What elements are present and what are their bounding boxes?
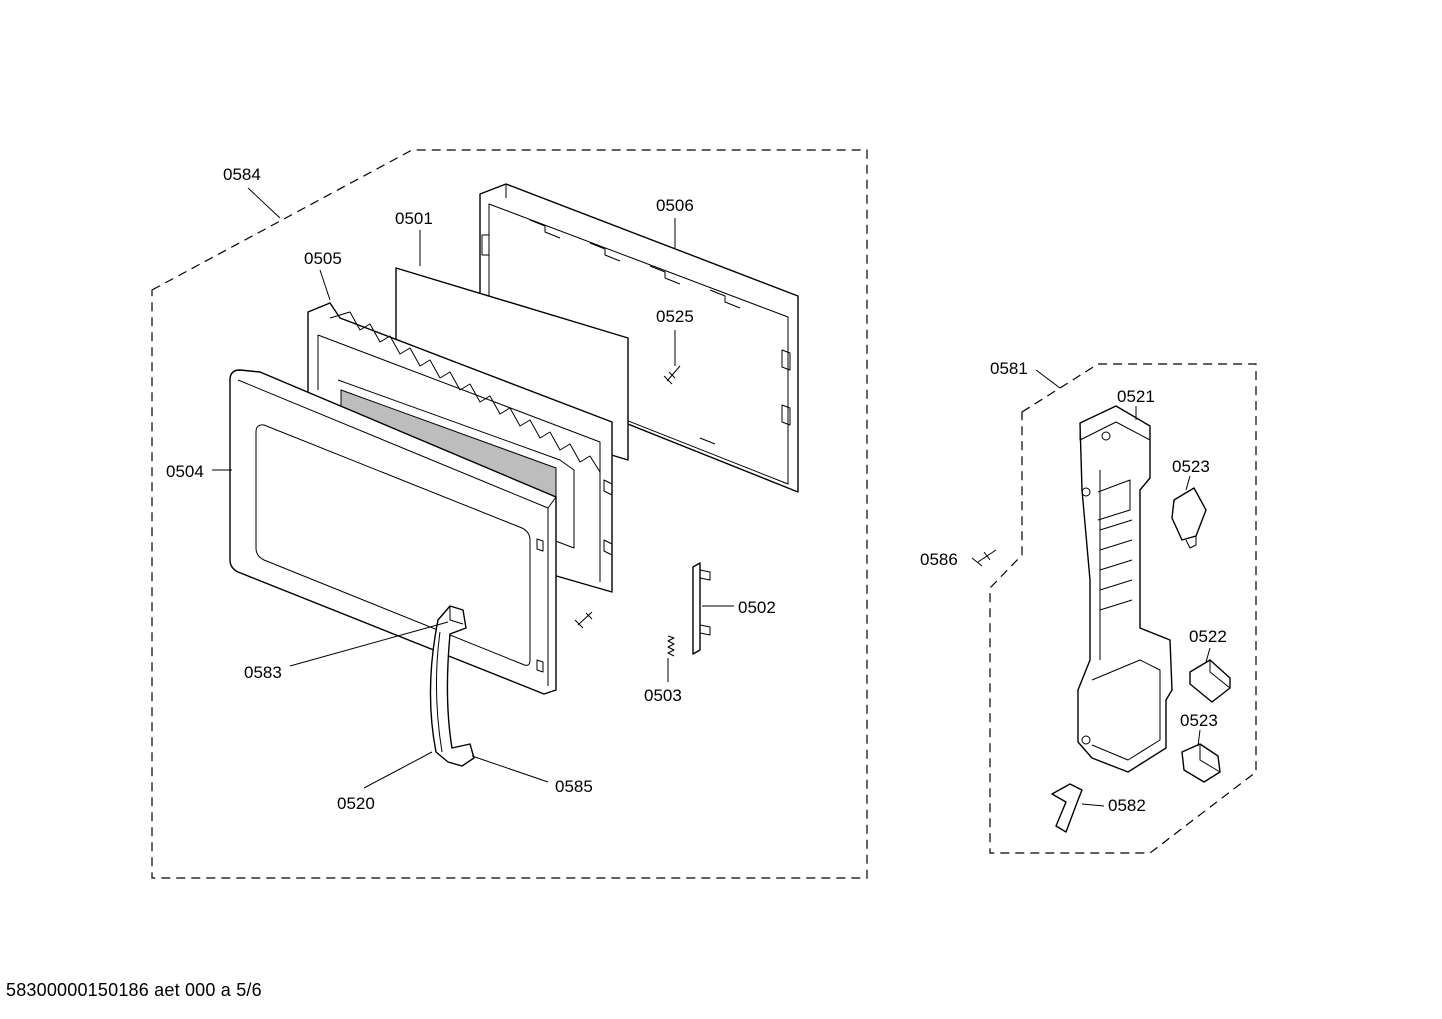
part-0520-handle xyxy=(429,605,475,767)
callout-0506: 0506 xyxy=(656,196,694,215)
part-0523-microswitch-top xyxy=(1171,487,1207,549)
door-screw xyxy=(574,611,593,629)
callout-0525: 0525 xyxy=(656,307,694,326)
callout-0520: 0520 xyxy=(337,794,375,813)
callout-0504: 0504 xyxy=(166,462,204,481)
callout-0521: 0521 xyxy=(1117,387,1155,406)
part-0523-microswitch-bottom xyxy=(1181,743,1221,783)
part-0504-door-panel xyxy=(229,369,557,695)
part-0586-screw xyxy=(971,549,997,567)
part-0502-latch-hook xyxy=(692,562,711,655)
assembly-0584-boundary xyxy=(151,149,868,879)
callout-0522: 0522 xyxy=(1189,627,1227,646)
part-0521-latch-housing xyxy=(1077,405,1173,773)
callout-0586: 0586 xyxy=(920,550,958,569)
callout-0582: 0582 xyxy=(1108,796,1146,815)
callout-0523-top: 0523 xyxy=(1172,457,1210,476)
callout-0584: 0584 xyxy=(223,165,261,184)
callout-0583: 0583 xyxy=(244,663,282,682)
document-id: 58300000150186 aet 000 a 5/6 xyxy=(6,980,262,1000)
callout-0501: 0501 xyxy=(395,209,433,228)
callout-0502: 0502 xyxy=(738,598,776,617)
part-0503-spring xyxy=(667,635,675,657)
callout-0581: 0581 xyxy=(990,359,1028,378)
part-0522-microswitch xyxy=(1189,659,1231,703)
leader-lines xyxy=(212,187,1211,807)
callout-0503: 0503 xyxy=(644,686,682,705)
callout-0523-bottom: 0523 xyxy=(1180,711,1218,730)
part-0505-inner-door xyxy=(307,302,613,593)
callout-0585: 0585 xyxy=(555,777,593,796)
callout-0505: 0505 xyxy=(304,249,342,268)
part-0525-screw xyxy=(663,365,681,385)
assembly-0581-boundary xyxy=(989,363,1257,854)
part-0582-lever xyxy=(1051,783,1083,833)
